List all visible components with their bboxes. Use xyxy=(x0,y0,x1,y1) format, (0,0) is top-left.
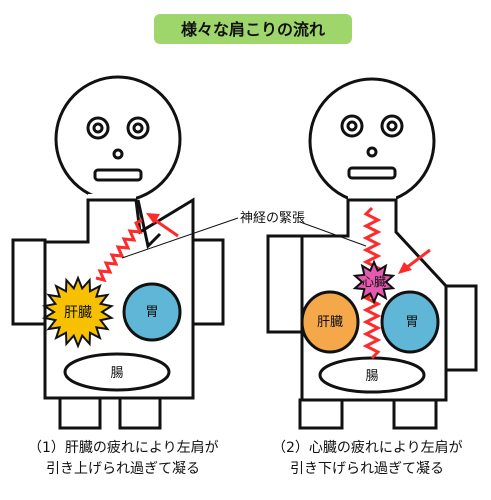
figure-2-stomach xyxy=(380,290,440,354)
figure-2-caption-line-2: 引き下げられ過ぎて凝る xyxy=(290,461,444,477)
figure-1-nerve-zigzag xyxy=(95,218,143,283)
figure-1-face xyxy=(86,116,150,182)
figure-1-caption-line-2: 引き上げられ過ぎて凝る xyxy=(46,461,200,477)
figure-2-right-pupil xyxy=(386,120,398,132)
figure-1-mouth xyxy=(93,168,143,182)
figure-2-liver xyxy=(300,290,360,354)
figure-2-right-leg xyxy=(392,398,438,430)
figure-1-right-leg xyxy=(118,396,162,430)
figure-1-left-arm xyxy=(11,238,47,326)
figure-2-organs: 肝臓 胃 腸 xyxy=(300,290,440,394)
title-background xyxy=(154,14,352,44)
figure-1-intestine xyxy=(63,352,171,392)
figure-2-heart-starburst xyxy=(352,259,396,305)
figure-1-left-pupil xyxy=(92,122,104,134)
figure-1-left-leg xyxy=(58,396,102,430)
figure-1-liver-starburst xyxy=(41,275,115,349)
figure-2-left-leg xyxy=(298,398,344,430)
annotation-leader-right xyxy=(299,221,367,247)
figure-1-caption: （1）肝臓の疲れにより左肩が 引き上げられ過ぎて凝る xyxy=(28,439,219,477)
figure-1-liver-label: 肝臓 xyxy=(64,305,92,321)
figure-1-intestine-label: 腸 xyxy=(110,366,123,381)
figure-1-head xyxy=(54,75,182,203)
title-banner: 様々な肩こりの流れ xyxy=(154,14,352,44)
figure-2-nose xyxy=(366,146,378,158)
figure-1-stomach xyxy=(122,282,182,342)
figure-2-intestine-label: 腸 xyxy=(365,369,378,384)
nerve-tension-label: 神経の緊張 xyxy=(240,211,305,226)
figure-1-right-pupil xyxy=(132,122,144,134)
figure-2-mouth xyxy=(347,166,397,180)
figure-1-right-arm xyxy=(191,238,225,326)
figure-2-left-arm xyxy=(266,234,304,334)
figure-1-nose xyxy=(112,148,124,160)
figure-1-caption-line-1: （1）肝臓の疲れにより左肩が xyxy=(28,439,219,456)
figure-2-right-arm xyxy=(444,284,478,372)
figure-2-left-pupil xyxy=(346,120,358,132)
figure-2-arrow xyxy=(398,248,431,274)
figure-1-organs: 肝臓 胃 腸 xyxy=(41,275,182,392)
figure-2-liver-label: 肝臓 xyxy=(317,315,343,330)
annotation-leader-left xyxy=(121,217,239,259)
figure-2-caption-line-1: （2）心臓の疲れにより左肩が xyxy=(272,439,463,456)
nerve-tension-annotation: 神経の緊張 xyxy=(121,211,367,259)
figure-2-heart-label: 心臓 xyxy=(362,275,386,289)
figure-2-head xyxy=(308,77,436,205)
figure-1-shoulder-notch xyxy=(136,199,162,250)
figure-1-stomach-label: 胃 xyxy=(145,305,158,320)
figure-1-arrow xyxy=(146,213,179,238)
figure-1 xyxy=(11,75,225,430)
figure-2-stomach-label: 胃 xyxy=(405,315,418,330)
figure-2-caption: （2）心臓の疲れにより左肩が 引き下げられ過ぎて凝る xyxy=(272,439,463,477)
title-text: 様々な肩こりの流れ xyxy=(181,20,325,39)
figure-2-face xyxy=(340,114,404,180)
